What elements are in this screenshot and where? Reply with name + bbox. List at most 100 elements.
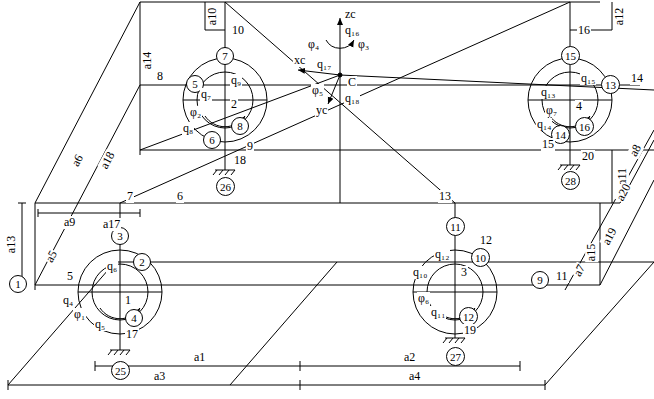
callout-label: q₆ [106, 260, 118, 273]
callout-circle: 8 [231, 117, 249, 135]
callout-number: 16 [579, 121, 590, 133]
callout-label: 10 [231, 24, 245, 37]
dimension-label: a9 [63, 216, 76, 229]
callout-label: φ₄ [307, 38, 320, 51]
callout-label: 1 [124, 294, 132, 307]
callout-label: C [347, 76, 357, 89]
callout-label: q₅ [94, 318, 106, 331]
callout-label: q₉ [230, 74, 242, 87]
callout-label: 16 [577, 24, 591, 37]
dimension-label: a19 [599, 225, 620, 248]
callout-label: 5 [66, 270, 74, 283]
callout-number: 13 [605, 79, 616, 91]
callout-label: 3 [460, 266, 468, 279]
callout-label: q₁₅ [580, 72, 596, 85]
dimension-label: a2 [403, 351, 416, 364]
callout-circle: 15 [561, 46, 580, 65]
callout-label: q₁₆ [344, 24, 360, 37]
callout-label: 20 [581, 150, 595, 163]
callout-number: 1 [15, 278, 21, 290]
dimension-label: a12 [613, 7, 626, 26]
dimension-label: a7 [571, 262, 589, 280]
callout-label: zc [344, 8, 357, 21]
callout-label: q₄ [62, 294, 74, 307]
callout-label: 6 [176, 190, 184, 203]
callout-number: 10 [475, 252, 486, 264]
callout-circle: 26 [216, 177, 235, 196]
callout-label: 4 [575, 100, 583, 113]
dimension-label: a6 [69, 152, 87, 170]
callout-number: 27 [450, 351, 461, 363]
callout-circle: 27 [446, 347, 465, 366]
callout-number: 14 [555, 129, 566, 141]
callout-number: 3 [117, 230, 123, 242]
callout-circle: 6 [203, 131, 221, 149]
callout-circle: 2 [133, 253, 151, 271]
callout-label: 17 [125, 328, 139, 341]
callout-label: 8 [156, 70, 164, 83]
dimension-label: a4 [408, 370, 421, 383]
dimension-label: a17 [102, 218, 121, 231]
callout-label: 12 [479, 234, 493, 247]
callout-number: 15 [565, 50, 576, 62]
dimension-label: a3 [153, 370, 166, 383]
callout-label: q₁₈ [344, 92, 360, 105]
callout-label: 19 [463, 324, 477, 337]
callout-label: 2 [230, 98, 238, 111]
callout-number: 25 [115, 365, 126, 377]
callout-number: 9 [537, 274, 543, 286]
callout-number: 8 [237, 120, 243, 132]
callout-label: xc [293, 54, 306, 67]
callout-label: φ₅ [311, 84, 324, 97]
callout-number: 6 [209, 134, 215, 146]
dimension-label: a5 [43, 248, 61, 266]
callout-circle: 11 [446, 217, 465, 236]
callout-number: 12 [463, 311, 474, 323]
callout-label: φ₂ [189, 106, 202, 119]
callout-circle: 28 [561, 171, 580, 190]
callout-circle: 1 [9, 275, 27, 293]
callout-label: φ₆ [417, 292, 430, 305]
callout-label: yc [315, 104, 328, 117]
dimension-label: a8 [627, 142, 645, 160]
dimension-label: a13 [5, 235, 18, 254]
callout-label: 9 [246, 140, 254, 153]
callout-number: 5 [192, 78, 198, 90]
callout-circle: 10 [471, 248, 490, 267]
callout-circle: 7 [216, 47, 234, 65]
callout-label: q₁₇ [316, 58, 332, 71]
callout-label: 7 [126, 190, 134, 203]
dimension-label: a10 [206, 7, 219, 26]
dimension-label: a14 [141, 51, 154, 70]
callout-label: q₁₄ [536, 118, 552, 131]
callout-label: q₁₂ [434, 248, 450, 261]
callout-label: q₈ [182, 122, 194, 135]
callout-circle: 13 [601, 75, 620, 94]
callout-label: 13 [438, 190, 452, 203]
callout-circle: 25 [111, 361, 130, 380]
callout-circle: 4 [125, 309, 143, 327]
callout-label: φ₁ [73, 308, 86, 321]
dimension-label: a15 [585, 243, 598, 262]
callout-number: 7 [222, 50, 228, 62]
dimension-label: a1 [193, 351, 206, 364]
callout-number: 4 [131, 312, 137, 324]
callout-number: 2 [139, 256, 145, 268]
callout-label: 18 [233, 154, 247, 167]
callout-number: 28 [565, 175, 576, 187]
callout-circle: 9 [531, 271, 549, 289]
callout-label: q₁₀ [412, 266, 428, 279]
callout-number: 11 [450, 221, 461, 233]
callout-label: q₇ [200, 88, 212, 101]
callout-label: 11 [555, 270, 569, 283]
callout-label: 15 [541, 138, 555, 151]
callout-number: 26 [220, 181, 231, 193]
callout-label: q₁₃ [540, 86, 556, 99]
callout-label: φ₇ [545, 104, 558, 117]
dimension-label: a18 [97, 149, 118, 172]
callout-label: 14 [630, 72, 644, 85]
callout-label: q₁₁ [430, 306, 446, 319]
callout-label: φ₃ [357, 38, 370, 51]
callout-circle: 16 [575, 117, 594, 136]
